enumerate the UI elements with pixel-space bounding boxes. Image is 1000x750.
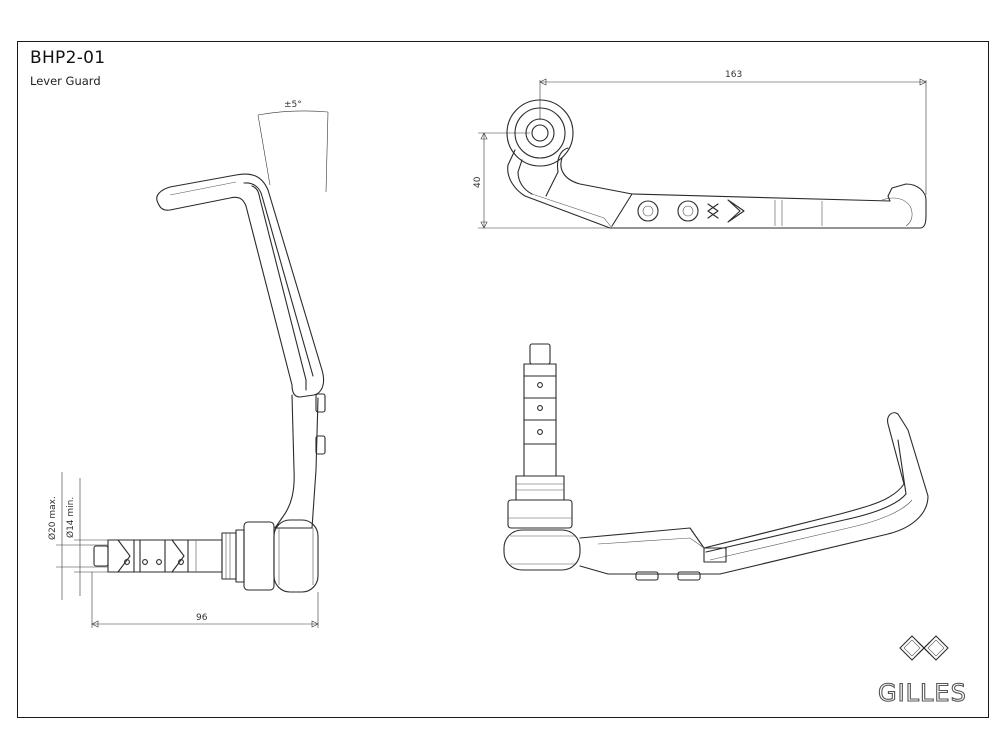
side-view (93, 173, 326, 593)
gilles-logo: GILLES (877, 635, 967, 708)
angle-label: ±5° (284, 100, 302, 110)
front-view (503, 343, 929, 581)
part-description: Lever Guard (30, 74, 101, 88)
length-163-dimension: 163 (539, 70, 927, 195)
dia-min-label: Ø14 min. (65, 497, 76, 538)
part-number: BHP2-01 (30, 48, 106, 68)
height-40-label: 40 (473, 176, 483, 188)
length-96-label: 96 (196, 613, 208, 623)
top-view (506, 99, 927, 229)
diameter-dimensions: Ø20 max. Ø14 min. (47, 472, 108, 600)
length-163-label: 163 (725, 70, 742, 80)
brand-wordmark: GILLES (878, 679, 967, 707)
length-96-dimension: 96 (91, 572, 319, 628)
height-40-dimension: 40 (473, 132, 612, 229)
angle-dimension: ±5° (257, 100, 329, 193)
dia-max-label: Ø20 max. (47, 496, 58, 540)
